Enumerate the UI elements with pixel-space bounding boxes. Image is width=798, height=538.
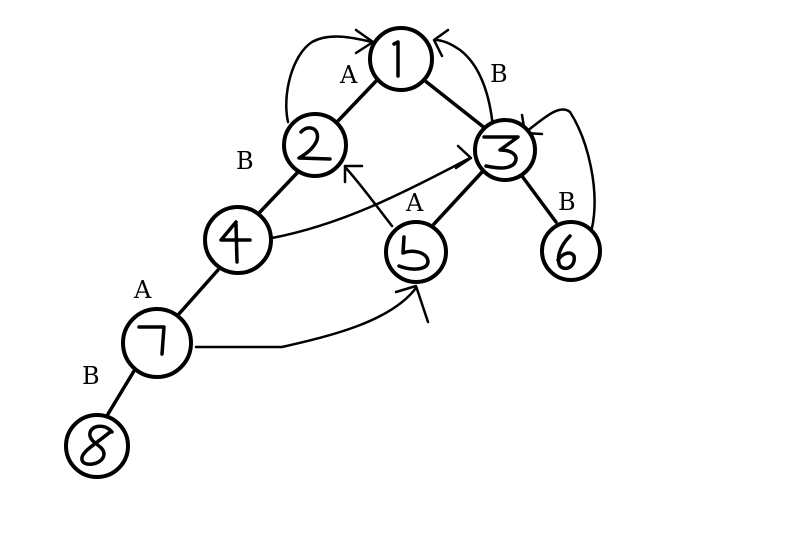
edge-label-1-2: A <box>339 61 358 89</box>
node-6 <box>540 220 602 282</box>
node-4 <box>203 205 273 275</box>
edge-label-3-5: A <box>405 189 424 217</box>
edge-3-5 <box>432 169 485 226</box>
edge-label-1-3: B <box>490 60 508 88</box>
link-arrow-3-1 <box>432 28 495 130</box>
node-8-digit <box>80 424 114 466</box>
link-arrow-7-5 <box>194 284 430 349</box>
node-7 <box>121 307 193 379</box>
edge-3-6 <box>517 170 558 224</box>
link-arrow-2-1 <box>285 28 375 124</box>
node-2-digit <box>297 126 332 161</box>
edge-4-7 <box>176 268 220 317</box>
node-8 <box>64 413 130 479</box>
node-6-digit <box>556 234 576 271</box>
node-4-digit <box>219 220 252 264</box>
edge-label-7-8: B <box>82 362 100 390</box>
node-5-digit <box>397 235 430 271</box>
link-arrow-4-3 <box>270 144 473 240</box>
link-arrow-5-2 <box>343 164 394 228</box>
tree-edges <box>106 77 558 416</box>
node-1-digit <box>392 40 400 78</box>
node-1 <box>368 26 434 92</box>
edge-label-2-4: B <box>236 147 254 175</box>
edge-2-4 <box>258 170 300 214</box>
node-3-digit <box>482 135 520 170</box>
link-arrows <box>194 28 596 349</box>
node-2 <box>282 112 348 178</box>
edge-labels: A B B A B A B <box>82 60 576 390</box>
edge-7-8 <box>106 369 136 416</box>
edge-1-2 <box>335 77 380 124</box>
node-3 <box>473 118 537 182</box>
node-7-digit <box>137 325 166 356</box>
edge-1-3 <box>422 78 488 131</box>
edge-label-3-6: B <box>558 188 576 216</box>
nodes <box>64 26 602 479</box>
edge-label-4-7: A <box>133 276 152 304</box>
node-5 <box>384 220 448 284</box>
